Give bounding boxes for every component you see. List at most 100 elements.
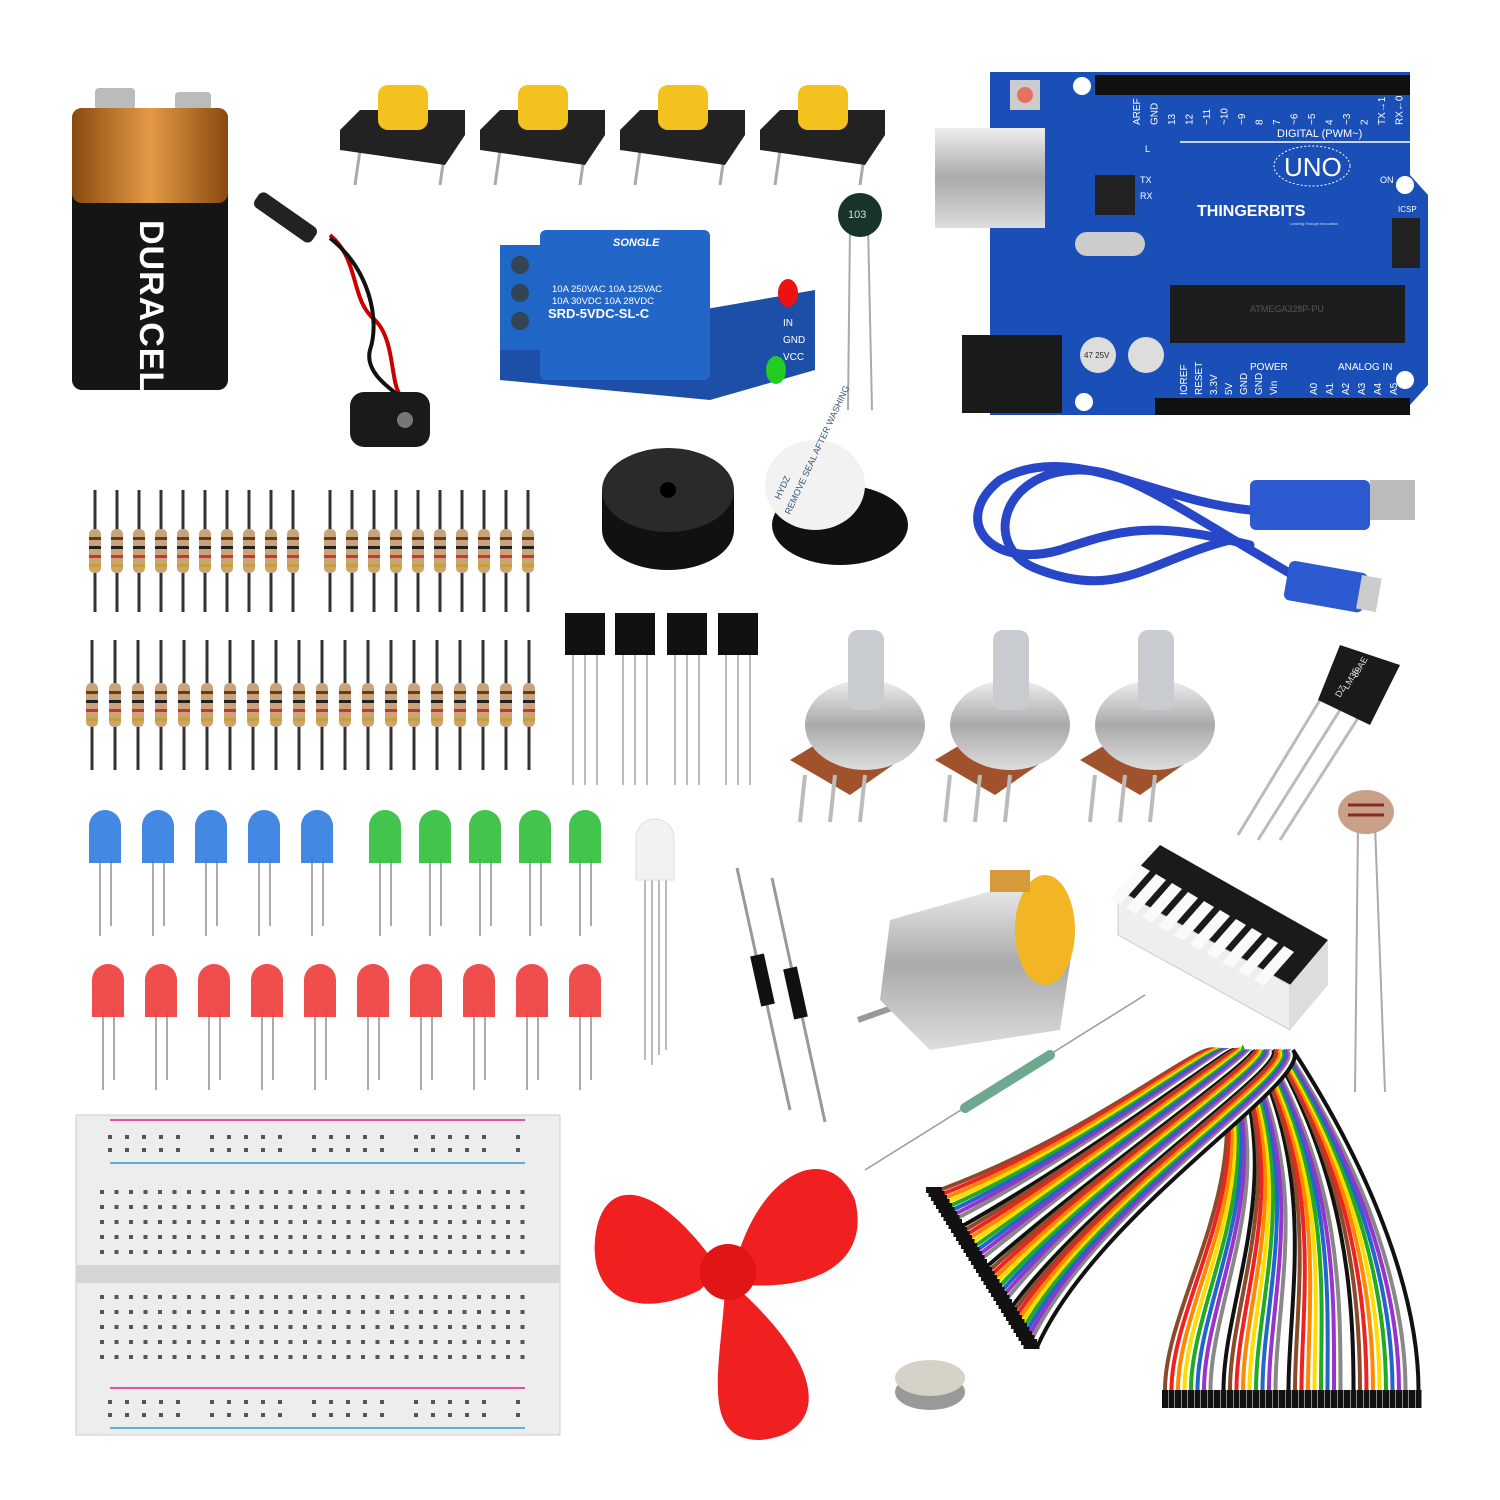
power-label: POWER (1250, 362, 1288, 373)
resistors (86, 490, 535, 770)
digital-pin-label: 7 (1272, 119, 1283, 125)
jumper-wire (1018, 1048, 1409, 1408)
relay-pin-in: IN (783, 318, 793, 329)
led (142, 810, 174, 936)
power-pin-label: GND (1254, 373, 1265, 395)
relay-rating-1: 10A 250VAC 10A 125VAC (552, 284, 662, 295)
bargraph-segment (1174, 901, 1214, 941)
diode (783, 966, 808, 1020)
push-button (340, 85, 465, 186)
led (569, 810, 601, 936)
icsp-label: ICSP (1398, 205, 1417, 214)
active-buzzer: REMOVE SEAL AFTER WASHING HYDZ (765, 384, 908, 565)
usb-b-port (935, 128, 1045, 228)
potentiometers (790, 630, 1215, 823)
potentiometer (790, 630, 925, 823)
resistor (243, 490, 255, 612)
jumper-wire (988, 1048, 1331, 1408)
jumper-wire (1013, 1048, 1396, 1408)
power-pin-label: GND (1239, 373, 1250, 395)
bargraph-segment (1254, 946, 1294, 986)
jumper-wire (966, 1048, 1284, 1408)
led (519, 810, 551, 936)
power-pin-label: IOREF (1179, 364, 1190, 395)
digital-label: DIGITAL (PWM~) (1277, 128, 1362, 140)
led-label-on: ON (1380, 175, 1394, 185)
jumper-wire (991, 1048, 1337, 1408)
led-label-tx: TX (1140, 175, 1152, 185)
jumper-wire (1001, 1048, 1363, 1408)
push-buttons (340, 85, 885, 186)
bargraph-segment (1126, 874, 1166, 914)
bargraph-segment (1190, 910, 1230, 950)
potentiometer (1080, 630, 1215, 823)
digital-pin-label: 4 (1325, 119, 1336, 125)
jumper-wire (976, 1048, 1302, 1408)
digital-pin-label: GND (1150, 103, 1161, 125)
led (569, 964, 601, 1090)
board-tagline: Leading through innovation (1290, 221, 1338, 226)
led (89, 810, 121, 936)
passive-buzzer (602, 448, 734, 570)
jumper-wire (1011, 1048, 1389, 1408)
jumper-wire (978, 1048, 1307, 1408)
resistor (500, 490, 512, 612)
led (145, 964, 177, 1090)
jumper-wire (981, 1049, 1313, 1408)
analog-pin-label: A3 (1357, 382, 1368, 395)
led (304, 964, 336, 1090)
power-pin-label: RESET (1194, 362, 1205, 395)
jumper-wire (973, 1048, 1297, 1408)
digital-pin-label: ~9 (1237, 113, 1248, 125)
led (516, 964, 548, 1090)
resistor (201, 640, 213, 770)
resistor (177, 490, 189, 612)
resistor (324, 490, 336, 612)
resistor (221, 490, 233, 612)
power-pin-label: Vin (1269, 381, 1280, 395)
digital-pin-label: 12 (1185, 113, 1196, 125)
resistor (316, 640, 328, 770)
analog-pin-label: A0 (1309, 382, 1320, 395)
red-indicator-led (778, 279, 798, 307)
led-label-rx: RX (1140, 191, 1153, 201)
resistor (456, 490, 468, 612)
push-button (480, 85, 605, 186)
diode (750, 953, 775, 1007)
lm35-temperature-sensor: 89AE LM35 DZ (1236, 645, 1400, 841)
digital-pin-label: TX→1 (1377, 96, 1388, 125)
atmega-chip (1170, 285, 1405, 343)
resistor (287, 490, 299, 612)
jumper-wire (983, 1048, 1318, 1408)
digital-pin-label: ~3 (1342, 113, 1353, 125)
resistor (412, 490, 424, 612)
resistor (89, 490, 101, 612)
resistor (523, 640, 535, 770)
9v-battery: DURACELL (72, 88, 228, 415)
digital-pin-label: AREF (1132, 98, 1143, 125)
led (92, 964, 124, 1090)
resistor (431, 640, 443, 770)
dc-barrel-jack (962, 335, 1062, 413)
resistor (111, 490, 123, 612)
jumper-wire (1003, 1048, 1370, 1408)
resistor (86, 640, 98, 770)
relay-pin-vcc: VCC (783, 352, 804, 363)
jumper-wires (926, 1044, 1422, 1408)
resistor (434, 490, 446, 612)
chip-label: ATMEGA328P-PU (1250, 304, 1324, 314)
resistor (390, 490, 402, 612)
analog-pin-label: A4 (1373, 382, 1384, 395)
transistor (667, 613, 707, 785)
resistor (109, 640, 121, 770)
resistor (270, 640, 282, 770)
digital-pin-label: ~10 (1220, 108, 1231, 125)
relay-module: SONGLE 10A 250VAC 10A 125VAC 10A 30VDC 1… (500, 230, 815, 400)
battery-brand: DURACELL (132, 220, 170, 415)
transistor (718, 613, 758, 785)
led (419, 810, 451, 936)
